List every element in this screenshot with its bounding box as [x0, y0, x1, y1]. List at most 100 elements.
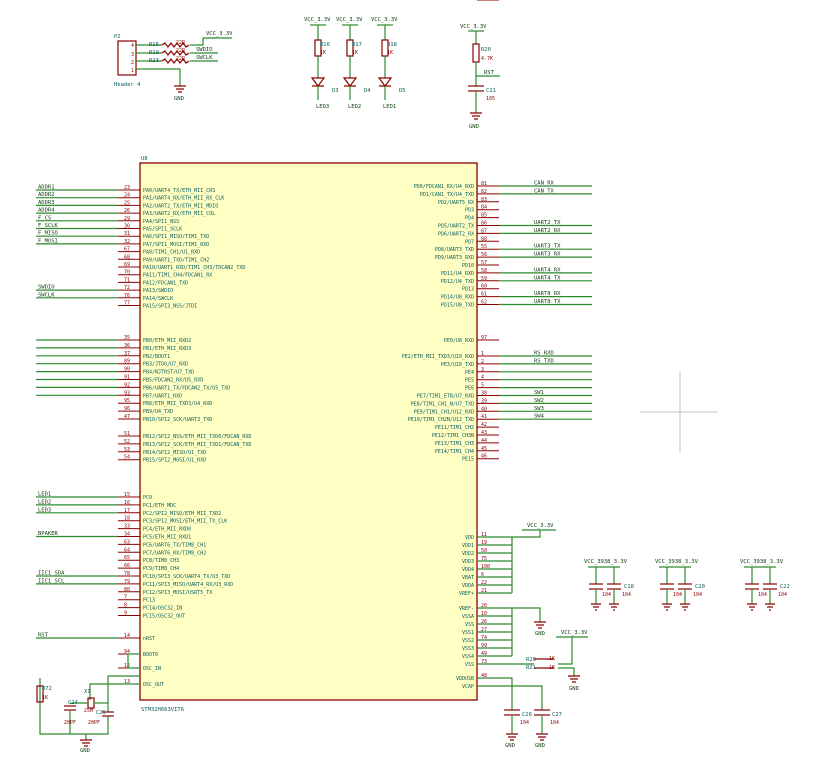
mcu-body[interactable] — [139, 162, 478, 701]
mcu-pin-number: 23 — [124, 185, 130, 191]
mcu-pin-number: 56 — [481, 252, 487, 258]
mcu-pin-number: 38 — [481, 391, 487, 397]
net-label: RS_TXD — [534, 358, 554, 364]
led-resistor: R16 — [320, 42, 330, 48]
mcu-pin-number: 43 — [481, 430, 487, 436]
mcu-pin-number: 84 — [481, 205, 487, 211]
led-net-label: LED3 — [316, 104, 329, 110]
crystal-r-value: 1K — [42, 695, 48, 701]
mcu-pin-name: PE9/TIM1_CH1/U12_RXD — [414, 409, 474, 415]
mcu-pin-name: PA10/UART1_RXD/TIM1_CH3/TDCAN2_TXD — [143, 265, 245, 271]
net-label: LED1 — [38, 492, 51, 498]
mcu-pin-number: 92 — [124, 382, 130, 388]
mcu-pin-name: VSS1 — [462, 630, 474, 636]
mcu-pin-number: 5 — [481, 383, 484, 389]
mcu-pin-name: PE15 — [462, 457, 474, 463]
led-rail-label: VCC_3.3V — [304, 17, 331, 23]
led-diode: D5 — [399, 88, 406, 94]
header-value: Header 4 — [114, 82, 141, 88]
mcu-pin-number: 6 — [481, 572, 484, 578]
mcu-pin-number: 32 — [124, 239, 130, 245]
net-label: UART4_RX — [534, 267, 561, 273]
mcu-pin-number: 4 — [481, 375, 484, 381]
mcu-pin-name: PD11/U4_RXD — [441, 271, 474, 277]
mcu-pin-name: PA4/SPI1_NSS — [143, 219, 179, 225]
mcu-pin-name: PD12/U4_TXD — [441, 279, 474, 285]
c26-gnd: GND — [505, 743, 515, 749]
decoupling-cap-2-value: 104 — [693, 592, 702, 598]
mcu-pin-name: PB6/UART1_TX/FDCAN2_TX/U5_TXD — [143, 385, 230, 391]
mcu-pin-number: 74 — [481, 635, 487, 641]
mcu-pin-name: PC6/UART6_TX/TIM8_CH1 — [143, 542, 206, 548]
mcu-pin-number: 93 — [124, 390, 130, 396]
mcu-pin-name: PC11/SPI3_MISO/UART4_RX/U3_RXD — [143, 582, 233, 588]
mcu-pin-name: VREF+ — [459, 591, 474, 597]
mcu-pin-name: PD13 — [462, 287, 474, 293]
mcu-pin-number: 42 — [481, 422, 487, 428]
mcu-pin-name: VSSA — [462, 614, 474, 620]
net-label: ADDR4 — [38, 208, 55, 214]
power-gnd: GND — [535, 631, 545, 637]
mcu-pin-number: 11 — [481, 532, 487, 538]
led-rail-label: VCC_3.3V — [336, 17, 363, 23]
mcu-pin-name: PC10/SPI3_SCK/UART4_TX/U3_TXD — [143, 574, 230, 580]
mcu-pin-name: PD15/U8_TXD — [441, 303, 474, 309]
left-net-wires: ADDR1ADDR2ADDR3ADDR4F_CSF_SCLKF_MISOF_MO… — [36, 185, 118, 639]
mcu-pin-number: 47 — [124, 414, 130, 420]
crystal-ref: X1 — [84, 689, 91, 695]
crystal-circuit[interactable]: X1 25M C24 C25 20PF 20PF R72 1K GND — [36, 653, 140, 754]
mcu-pin-name: VSS2 — [462, 638, 474, 644]
mcu-pin-name: PD3 — [465, 208, 474, 214]
crystal-value: 25M — [84, 708, 93, 714]
mcu-pin-name: PE0/U8_RXD — [444, 338, 474, 344]
mcu-pin-number: 97 — [481, 335, 487, 341]
net-label: RST — [38, 633, 49, 639]
mcu-pin-name: VSS3 — [462, 646, 474, 652]
mcu-pin-number: 95 — [124, 398, 130, 404]
header-pin-3: 3 — [131, 52, 134, 58]
mcu-pin-number: 80 — [124, 587, 130, 593]
mcu-pin-number: 48 — [481, 673, 487, 679]
net-label: F_MOSI — [38, 238, 58, 244]
mcu-pin-number: 58 — [481, 268, 487, 274]
power-rail-label: VCC_3.3V — [527, 523, 554, 529]
net-label: UART2_RX — [534, 228, 561, 234]
header-pin-2: 2 — [131, 60, 134, 66]
mcu-pin-name: PB14/SPI2_MISO/U1_TXD — [143, 450, 206, 456]
net-label: IIC1_SCL — [38, 578, 65, 584]
decoupling-cap-2-value: 104 — [622, 592, 631, 598]
decoupling-rail: VCC_3938_3.3V — [584, 559, 628, 565]
net-label: LED2 — [38, 499, 51, 505]
header-p2[interactable]: P2 Header 4 4 3 2 1 R15 R19 R23 22R 22R … — [114, 31, 233, 102]
mcu-pin-name: PC5/ETH_MII_RXD1 — [143, 535, 191, 541]
net-label: UART3_TX — [534, 244, 561, 250]
led-net-label: LED2 — [348, 104, 361, 110]
led-resistor: R17 — [352, 42, 362, 48]
mcu-pin-number: 60 — [481, 284, 487, 290]
mcu-pin-name: PA1/UART4_RX/ETH_MII_RX_CLK — [143, 196, 224, 202]
header-r23: R23 — [149, 58, 159, 64]
mcu-pin-name: PC9/TIM8_CH4 — [143, 566, 179, 572]
mcu-pin-name: PA7/SPI1_MOSI/TIM1_RXD — [143, 242, 209, 248]
led-diode: D4 — [364, 88, 371, 94]
reset-circuit[interactable]: VCC_3.3V R20 4.7K RST C11 105 GND — [460, 24, 500, 130]
mcu-pin-number: 41 — [481, 414, 487, 420]
header-net-swclk: SWCLK — [196, 55, 213, 61]
net-label: SWCLK — [38, 292, 55, 298]
mcu-pin-number: 12 — [124, 663, 130, 669]
header-r19-value: 22R — [176, 48, 186, 54]
decoupling-cap-1-value: 104 — [758, 592, 767, 598]
reset-c-value: 105 — [486, 96, 495, 102]
decoupling-rail: VCC_3938_3.3V — [740, 559, 784, 565]
mcu-pin-name: PA8/TIM1_CH1/U1_RXD — [143, 250, 200, 256]
mcu-pin-name: PB13/SPI2_SCK/ETH_MII_TXD1/FDCAN_TXD — [143, 442, 251, 448]
mcu-pin-name: PD2/UART5_RX — [438, 200, 474, 206]
mcu-pin-number: 83 — [481, 197, 487, 203]
net-label: ADDR2 — [38, 192, 55, 198]
